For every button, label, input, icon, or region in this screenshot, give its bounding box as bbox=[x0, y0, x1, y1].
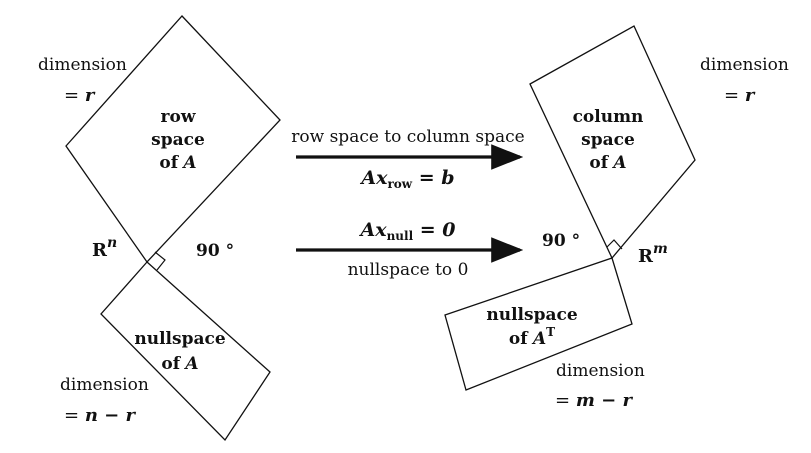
row-space-line1: row bbox=[161, 107, 196, 127]
column-space-line3: of A bbox=[589, 153, 626, 173]
right-right-angle-mark bbox=[606, 239, 623, 250]
nullspace-line1: nullspace bbox=[134, 329, 225, 349]
row-dimension-value: = r bbox=[64, 85, 96, 106]
row-space-line2: space bbox=[151, 130, 205, 150]
left-null-dimension-value: = m − r bbox=[555, 390, 633, 411]
null-dimension-word: dimension bbox=[60, 375, 149, 395]
column-space-line2: space bbox=[581, 130, 635, 150]
left-nullspace-box bbox=[100, 261, 271, 442]
bottom-arrow-caption: nullspace to 0 bbox=[348, 260, 469, 280]
right-space-label: Rm bbox=[638, 241, 668, 267]
left-nullspace-AT-line1: nullspace bbox=[486, 305, 577, 325]
right-angle-label: 90 ° bbox=[542, 231, 580, 251]
column-space-box bbox=[529, 25, 696, 260]
null-dimension-value: = n − r bbox=[64, 405, 137, 426]
left-right-angle-mark bbox=[154, 251, 166, 271]
col-dimension-word: dimension bbox=[700, 55, 789, 75]
left-null-dimension-word: dimension bbox=[556, 361, 645, 381]
left-nullspace-of-AT-box bbox=[444, 257, 633, 391]
row-space-line3: of A bbox=[159, 153, 196, 173]
row-dimension-word: dimension bbox=[38, 55, 127, 75]
left-space-label: Rn bbox=[92, 235, 117, 261]
left-angle-label: 90 ° bbox=[196, 241, 234, 261]
left-nullspace-AT-line2: of AT bbox=[509, 325, 555, 349]
col-dimension-value: = r bbox=[724, 85, 756, 106]
nullspace-line2: of A bbox=[161, 354, 198, 374]
top-arrow-caption: row space to column space bbox=[291, 127, 524, 147]
top-arrow-equation: Axrow = b bbox=[359, 167, 454, 191]
column-space-line1: column bbox=[573, 107, 644, 127]
bottom-arrow-equation: Axnull = 0 bbox=[358, 219, 455, 243]
